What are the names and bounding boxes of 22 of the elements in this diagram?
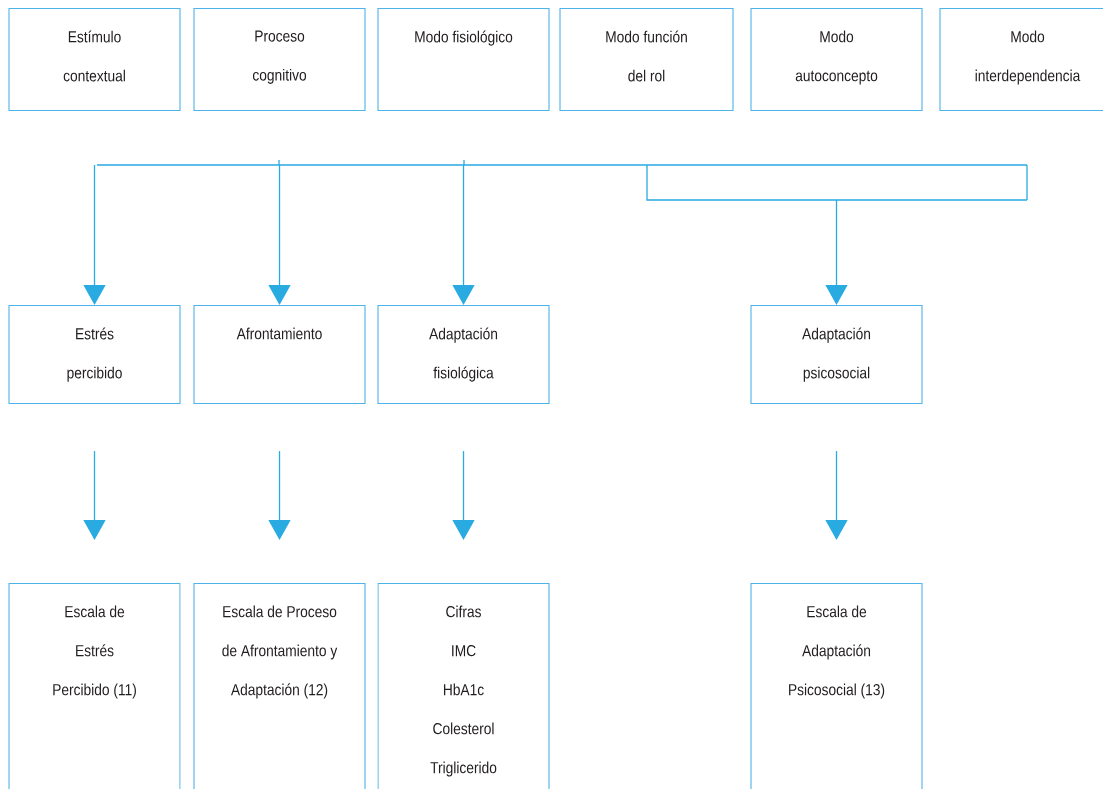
text-box: Escala de Estrés Percibido (11) <box>8 583 181 789</box>
text-box: Proceso cognitivo <box>193 8 366 112</box>
arrow <box>825 199 848 305</box>
text-box: Modo interdependencia <box>939 8 1103 112</box>
text-box: Escala de Proceso de Afrontamiento y Adaptación (12) <box>193 583 366 789</box>
text-box: Estímulo contextual <box>8 8 181 112</box>
text-box: Cifras IMC HbA1c Colesterol Triglicerido <box>377 583 550 789</box>
text-box: Estrés percibido <box>8 305 181 405</box>
arrow <box>452 164 475 305</box>
arrow <box>83 164 106 305</box>
text-box: Modo función del rol <box>559 8 734 112</box>
text-box: Afrontamiento <box>193 305 366 405</box>
text-box: Escala de Adaptación Psicosocial (13) <box>750 583 923 789</box>
arrow <box>83 450 106 540</box>
text-box: Modo autoconcepto <box>750 8 923 112</box>
text-box: Adaptación psicosocial <box>750 305 923 405</box>
arrow <box>268 450 291 540</box>
text-box: Modo fisiológico <box>377 8 550 112</box>
arrow <box>825 450 848 540</box>
arrow <box>268 164 291 305</box>
text-box: Adaptación fisiológica <box>377 305 550 405</box>
arrow <box>452 450 475 540</box>
